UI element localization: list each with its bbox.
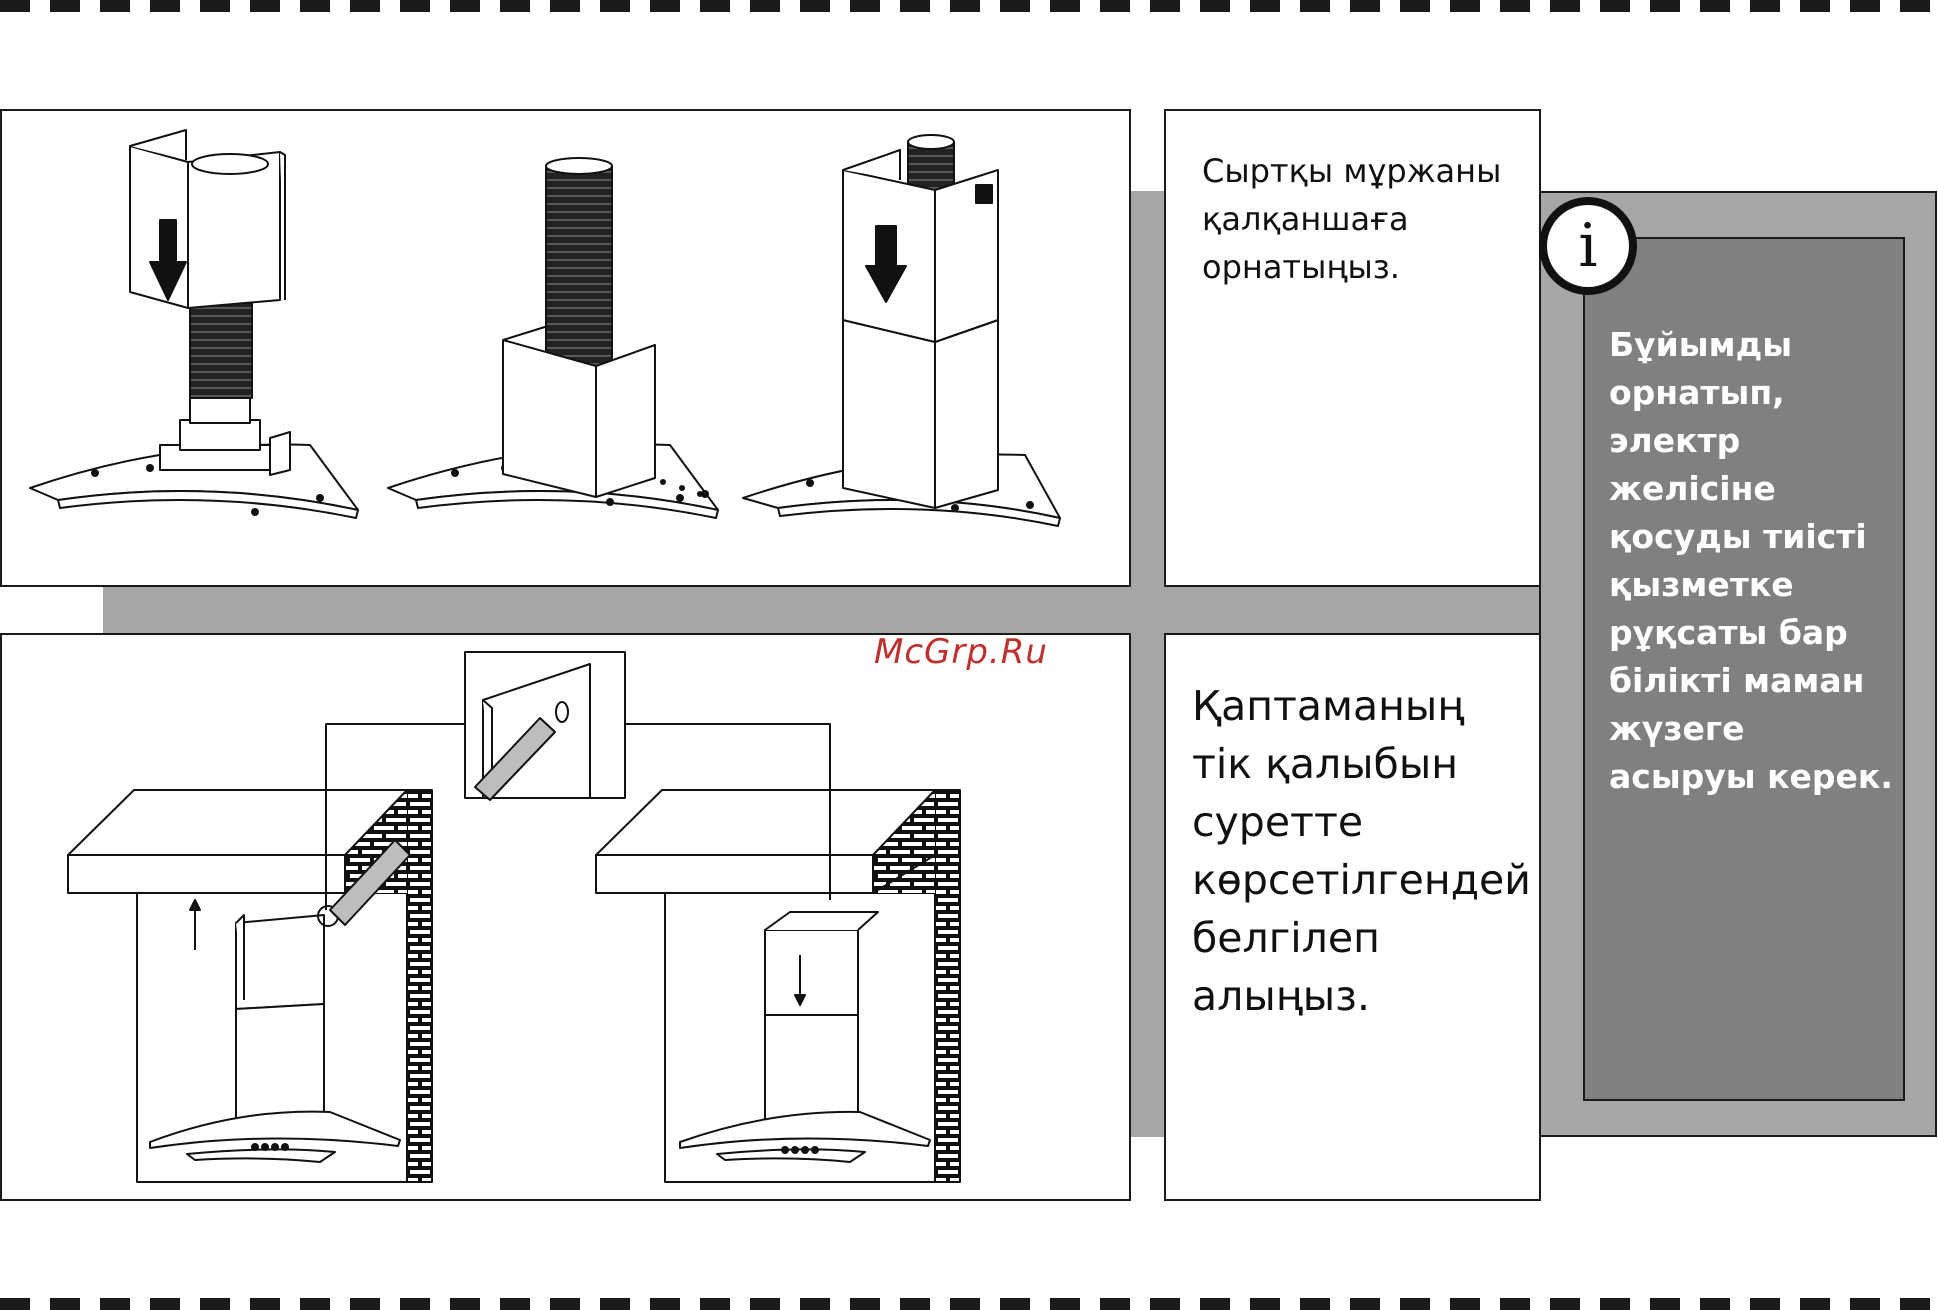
hood-figure-1a — [30, 130, 358, 518]
hood-figure-2b — [596, 724, 960, 1182]
pencil-marking-inset — [465, 652, 625, 800]
hood-figure-2a — [68, 724, 465, 1182]
hood-figure-1c — [743, 135, 1060, 526]
watermark-text: McGrp.Ru — [874, 632, 1048, 672]
hood-figure-1b — [388, 158, 718, 518]
